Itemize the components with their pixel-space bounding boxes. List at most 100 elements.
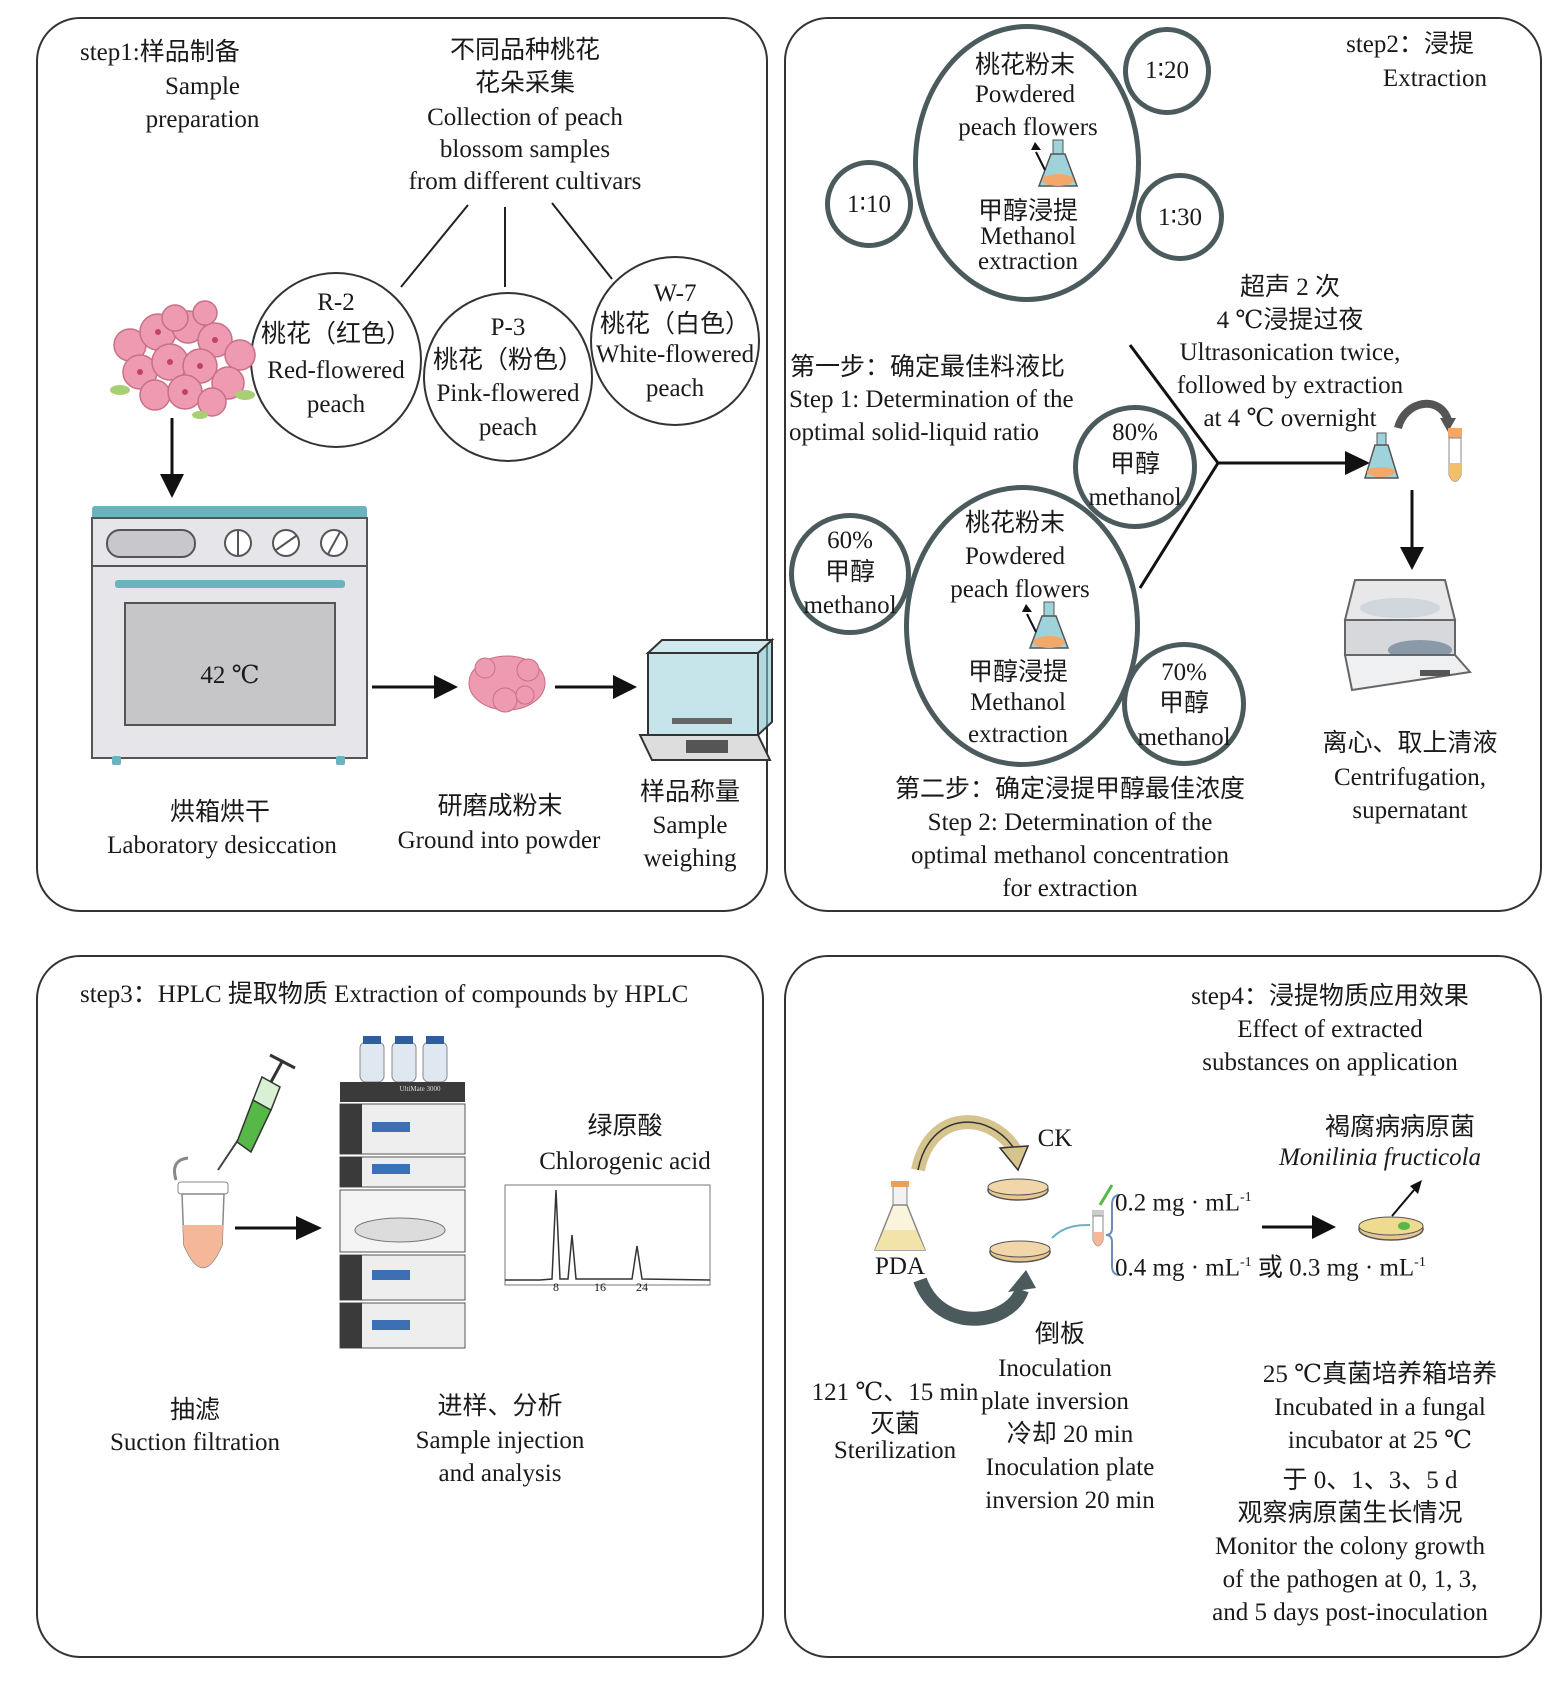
oven-en: Laboratory desiccation: [107, 832, 337, 859]
acid-en: Chlorogenic acid: [539, 1148, 711, 1175]
ultra-en-3: at 4 ℃ overnight: [1203, 405, 1377, 432]
tube-icon: [173, 1156, 229, 1268]
chrom-tick-8: 8: [553, 1280, 559, 1294]
bottom-meth-cn: 甲醇浸提: [967, 659, 1068, 686]
ratio-1-30: 1∶30: [1157, 204, 1202, 231]
inject-en-2: and analysis: [438, 1460, 562, 1487]
chrom-tick-24: 24: [636, 1280, 648, 1294]
top-powder-en-2: peach flowers: [958, 114, 1098, 141]
flask-icon: [1363, 432, 1400, 479]
balance-icon: [638, 637, 775, 761]
conc-80-en: methanol: [1088, 484, 1182, 511]
step3-title: step3：HPLC 提取物质 Extraction of compounds …: [80, 981, 689, 1008]
conc-70-en: methanol: [1137, 724, 1231, 751]
cool-en-2: inversion 20 min: [985, 1487, 1155, 1514]
cultivar-pink-en-2: peach: [478, 414, 538, 441]
centri-cn: 离心、取上清液: [1322, 730, 1498, 757]
inject-en-1: Sample injection: [415, 1427, 585, 1454]
stage1-cn: 第一步：确定最佳料液比: [790, 354, 1066, 381]
stage2-en-1: Step 2: Determination of the: [927, 809, 1213, 836]
obs-en-1: Monitor the colony growth: [1214, 1533, 1486, 1560]
pathogen-cn: 褐腐病病原菌: [1324, 1114, 1475, 1141]
oven-cn: 烘箱烘干: [169, 799, 270, 826]
panel-step4: [784, 955, 1542, 1658]
pda-flask-icon: [873, 1181, 927, 1251]
cultivar-pink-en-1: Pink-flowered: [436, 380, 580, 407]
ultra-cn-1: 超声 2 次: [1239, 274, 1340, 301]
hplc-brand-label: UltiMate 3000: [399, 1085, 441, 1093]
panel-step1: [36, 17, 768, 912]
step4-title-en-2: substances on application: [1202, 1049, 1458, 1076]
cultivar-white-en-1: White-flowered: [595, 341, 755, 368]
pour-cn: 倒板: [1034, 1321, 1085, 1348]
stage2-cn: 第二步：确定浸提甲醇最佳浓度: [894, 776, 1245, 803]
weigh-en-2: weighing: [643, 845, 737, 872]
top-meth-cn: 甲醇浸提: [977, 198, 1078, 225]
bottom-powder-cn: 桃花粉末: [964, 510, 1065, 537]
steril-3: Sterilization: [833, 1437, 957, 1464]
step1-title-en-1: Sample: [165, 73, 240, 100]
inject-cn: 进样、分析: [437, 1393, 563, 1420]
collect-cn-1: 不同品种桃花: [449, 37, 600, 64]
cultivar-white-en-2: peach: [645, 375, 705, 402]
incub-en-2: incubator at 25 ℃: [1287, 1427, 1473, 1454]
conc-circle-70: [1122, 642, 1246, 766]
dose-2: 0.4 mg · mL-1 或 0.3 mg · mL-1: [1115, 1254, 1426, 1282]
ratio-extraction-circle: [913, 24, 1141, 302]
cultivar-white-code: W-7: [653, 280, 697, 307]
conc-circle-80: [1073, 405, 1197, 529]
conc-60-cn: 甲醇: [824, 559, 875, 586]
ultra-cn-2: 4 ℃浸提过夜: [1216, 307, 1364, 334]
pda-label: PDA: [874, 1253, 925, 1280]
collect-en-2: blossom samples: [439, 136, 611, 163]
pathogen-en: Monilinia fructicola: [1278, 1144, 1482, 1171]
step1-title-cn: step1:样品制备: [80, 39, 240, 66]
centrifuge-icon: [1343, 579, 1472, 692]
acid-cn: 绿原酸: [587, 1113, 663, 1140]
top-powder-cn: 桃花粉末: [974, 52, 1075, 79]
stage2-en-2: optimal methanol concentration: [911, 842, 1229, 869]
ratio-circle-1-30: [1136, 173, 1224, 261]
pour-en-2: plate inversion: [981, 1388, 1129, 1415]
cultivar-circle-white: [590, 256, 760, 426]
obs-cn-1: 于 0、1、3、5 d: [1282, 1467, 1458, 1494]
step2-title-cn: step2：浸提: [1346, 31, 1474, 58]
step1-title-en-2: preparation: [145, 106, 260, 133]
obs-en-3: and 5 days post-inoculation: [1212, 1599, 1488, 1626]
obs-en-2: of the pathogen at 0, 1, 3,: [1222, 1566, 1478, 1593]
filter-cn: 抽滤: [169, 1397, 220, 1424]
chromatogram-icon: [504, 1184, 711, 1286]
dose-1: 0.2 mg · mL-1: [1115, 1189, 1252, 1217]
conc-70-pct: 70%: [1161, 659, 1207, 686]
top-meth-en-1: Methanol: [980, 223, 1076, 250]
collect-en-3: from different cultivars: [408, 168, 642, 195]
ratio-1-20: 1∶20: [1144, 57, 1189, 84]
oven-icon: [91, 506, 368, 765]
steril-1: 121 ℃、15 min: [811, 1379, 979, 1406]
cultivar-red-en-2: peach: [306, 391, 366, 418]
top-meth-en-2: extraction: [978, 248, 1078, 275]
flask-icon: [1031, 139, 1079, 187]
ratio-1-10: 1∶10: [846, 191, 891, 218]
peach-blossom-icon: [110, 300, 256, 419]
stage1-en-2: optimal solid-liquid ratio: [789, 419, 1039, 446]
step4-title-cn: step4：浸提物质应用效果: [1191, 983, 1469, 1010]
cultivar-pink-code: P-3: [490, 314, 526, 341]
petri-dish-icon: [989, 1240, 1051, 1263]
steril-2: 灭菌: [869, 1411, 920, 1438]
tube-icon: [1092, 1184, 1114, 1247]
bottom-meth-en-2: extraction: [968, 721, 1068, 748]
bottom-meth-en-1: Methanol: [970, 689, 1066, 716]
petri-dish-icon: [987, 1178, 1049, 1201]
obs-cn-2: 观察病原菌生长情况: [1237, 1500, 1463, 1527]
cultivar-red-en-1: Red-flowered: [267, 357, 405, 384]
weigh-cn: 样品称量: [639, 779, 740, 806]
ratio-circle-1-20: [1123, 27, 1211, 115]
conc-70-cn: 甲醇: [1158, 690, 1209, 717]
conc-80-cn: 甲醇: [1109, 451, 1160, 478]
top-powder-en-1: Powdered: [975, 81, 1075, 108]
